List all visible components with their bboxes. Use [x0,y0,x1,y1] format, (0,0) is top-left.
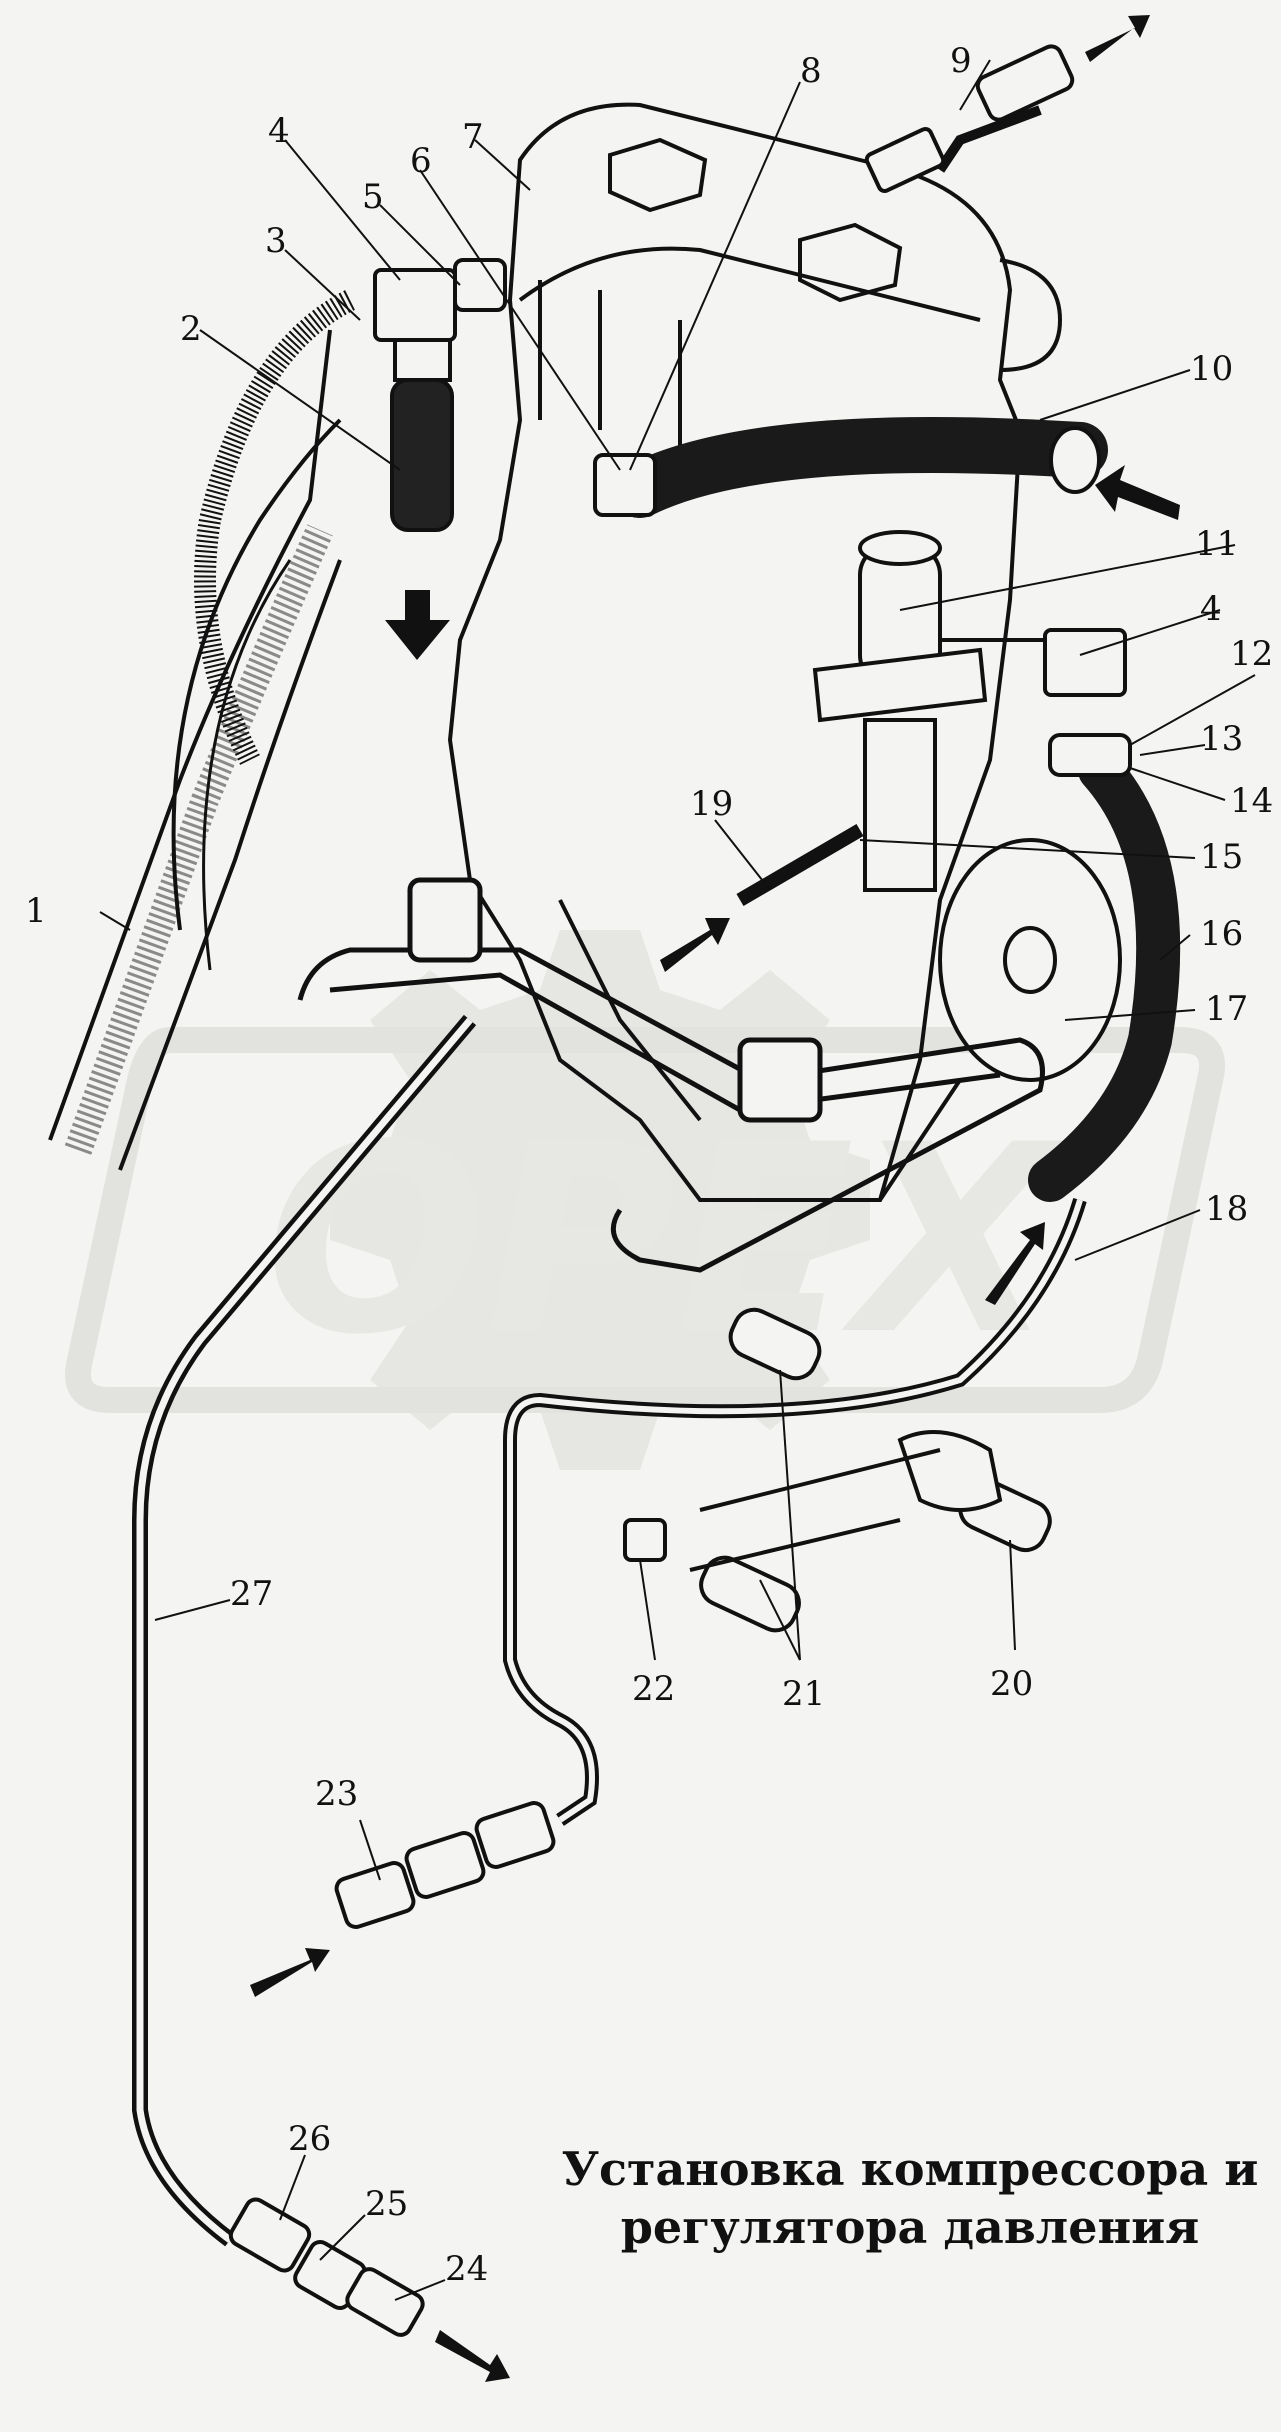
callout-4: 4 [268,111,290,151]
hose-16 [1028,748,1181,1202]
diagram-caption: Установка компрессора и регулятора давле… [560,2140,1260,2256]
arrow-right-icon [250,1948,330,1997]
callout-5: 5 [362,177,384,217]
callout-3: 3 [265,221,287,261]
callout-6: 6 [410,141,432,181]
callout-25: 25 [365,2184,408,2224]
callout-20: 20 [990,1664,1033,1704]
callout-16: 16 [1200,914,1243,954]
head-nut-left [608,137,708,213]
arrow-down-right-icon [435,2330,510,2382]
hose-10-end [1049,426,1101,494]
callout-8: 8 [800,51,822,91]
drive-belt [48,329,342,1171]
callout-4b: 4 [1200,589,1222,629]
head-nut-right [798,222,903,303]
callout-1: 1 [25,891,47,931]
callout-19: 19 [690,784,733,824]
callout-12: 12 [1230,634,1273,674]
callout-26: 26 [288,2119,331,2159]
callout-13: 13 [1200,719,1243,759]
elbow-fitting-upper [373,258,507,382]
callout-21: 21 [782,1674,825,1714]
caption-line-1: Установка компрессора и [561,2142,1259,2196]
callout-23: 23 [315,1774,358,1814]
outlet-fitting-24 [228,2197,425,2337]
arrow-left-icon [1095,465,1180,520]
inlet-fitting-23 [334,1801,556,1929]
leader-lines [99,59,1256,2301]
callout-14: 14 [1230,781,1273,821]
pipe-19 [736,823,864,907]
watermark-band [65,1027,1225,1413]
arrow-right-icon [985,1222,1045,1305]
callout-2: 2 [180,309,202,349]
callout-27: 27 [230,1574,273,1614]
mounting-bracket [297,877,1045,1273]
callout-24: 24 [445,2249,488,2289]
arrow-down-icon [385,590,450,660]
callout-17: 17 [1205,989,1248,1029]
callout-11: 11 [1195,524,1238,564]
callout-numbers: 1 2 3 4 5 6 7 8 9 10 11 4 12 13 14 19 15… [25,41,1273,2289]
clamp-8 [593,453,657,517]
callout-7: 7 [462,117,484,157]
studs [623,1307,1052,1633]
callout-15: 15 [1200,837,1243,877]
flow-arrows [250,15,1180,2382]
arrow-right-icon [660,918,730,972]
clamp-12 [1048,733,1132,777]
compressor-body [447,102,1063,1202]
hose-10 [612,417,1108,518]
callout-10: 10 [1190,349,1233,389]
pressure-regulator [812,530,1127,892]
caption-line-2: регулятора давления [620,2200,1200,2254]
hose-2 [390,378,454,532]
callout-18: 18 [1205,1189,1248,1229]
callout-22: 22 [632,1669,675,1709]
arrow-up-right-icon [1085,15,1150,62]
outlet-fitting-9 [864,44,1075,193]
watermark-text: ОРЕХ [265,1090,1065,1392]
callout-9: 9 [950,41,972,81]
